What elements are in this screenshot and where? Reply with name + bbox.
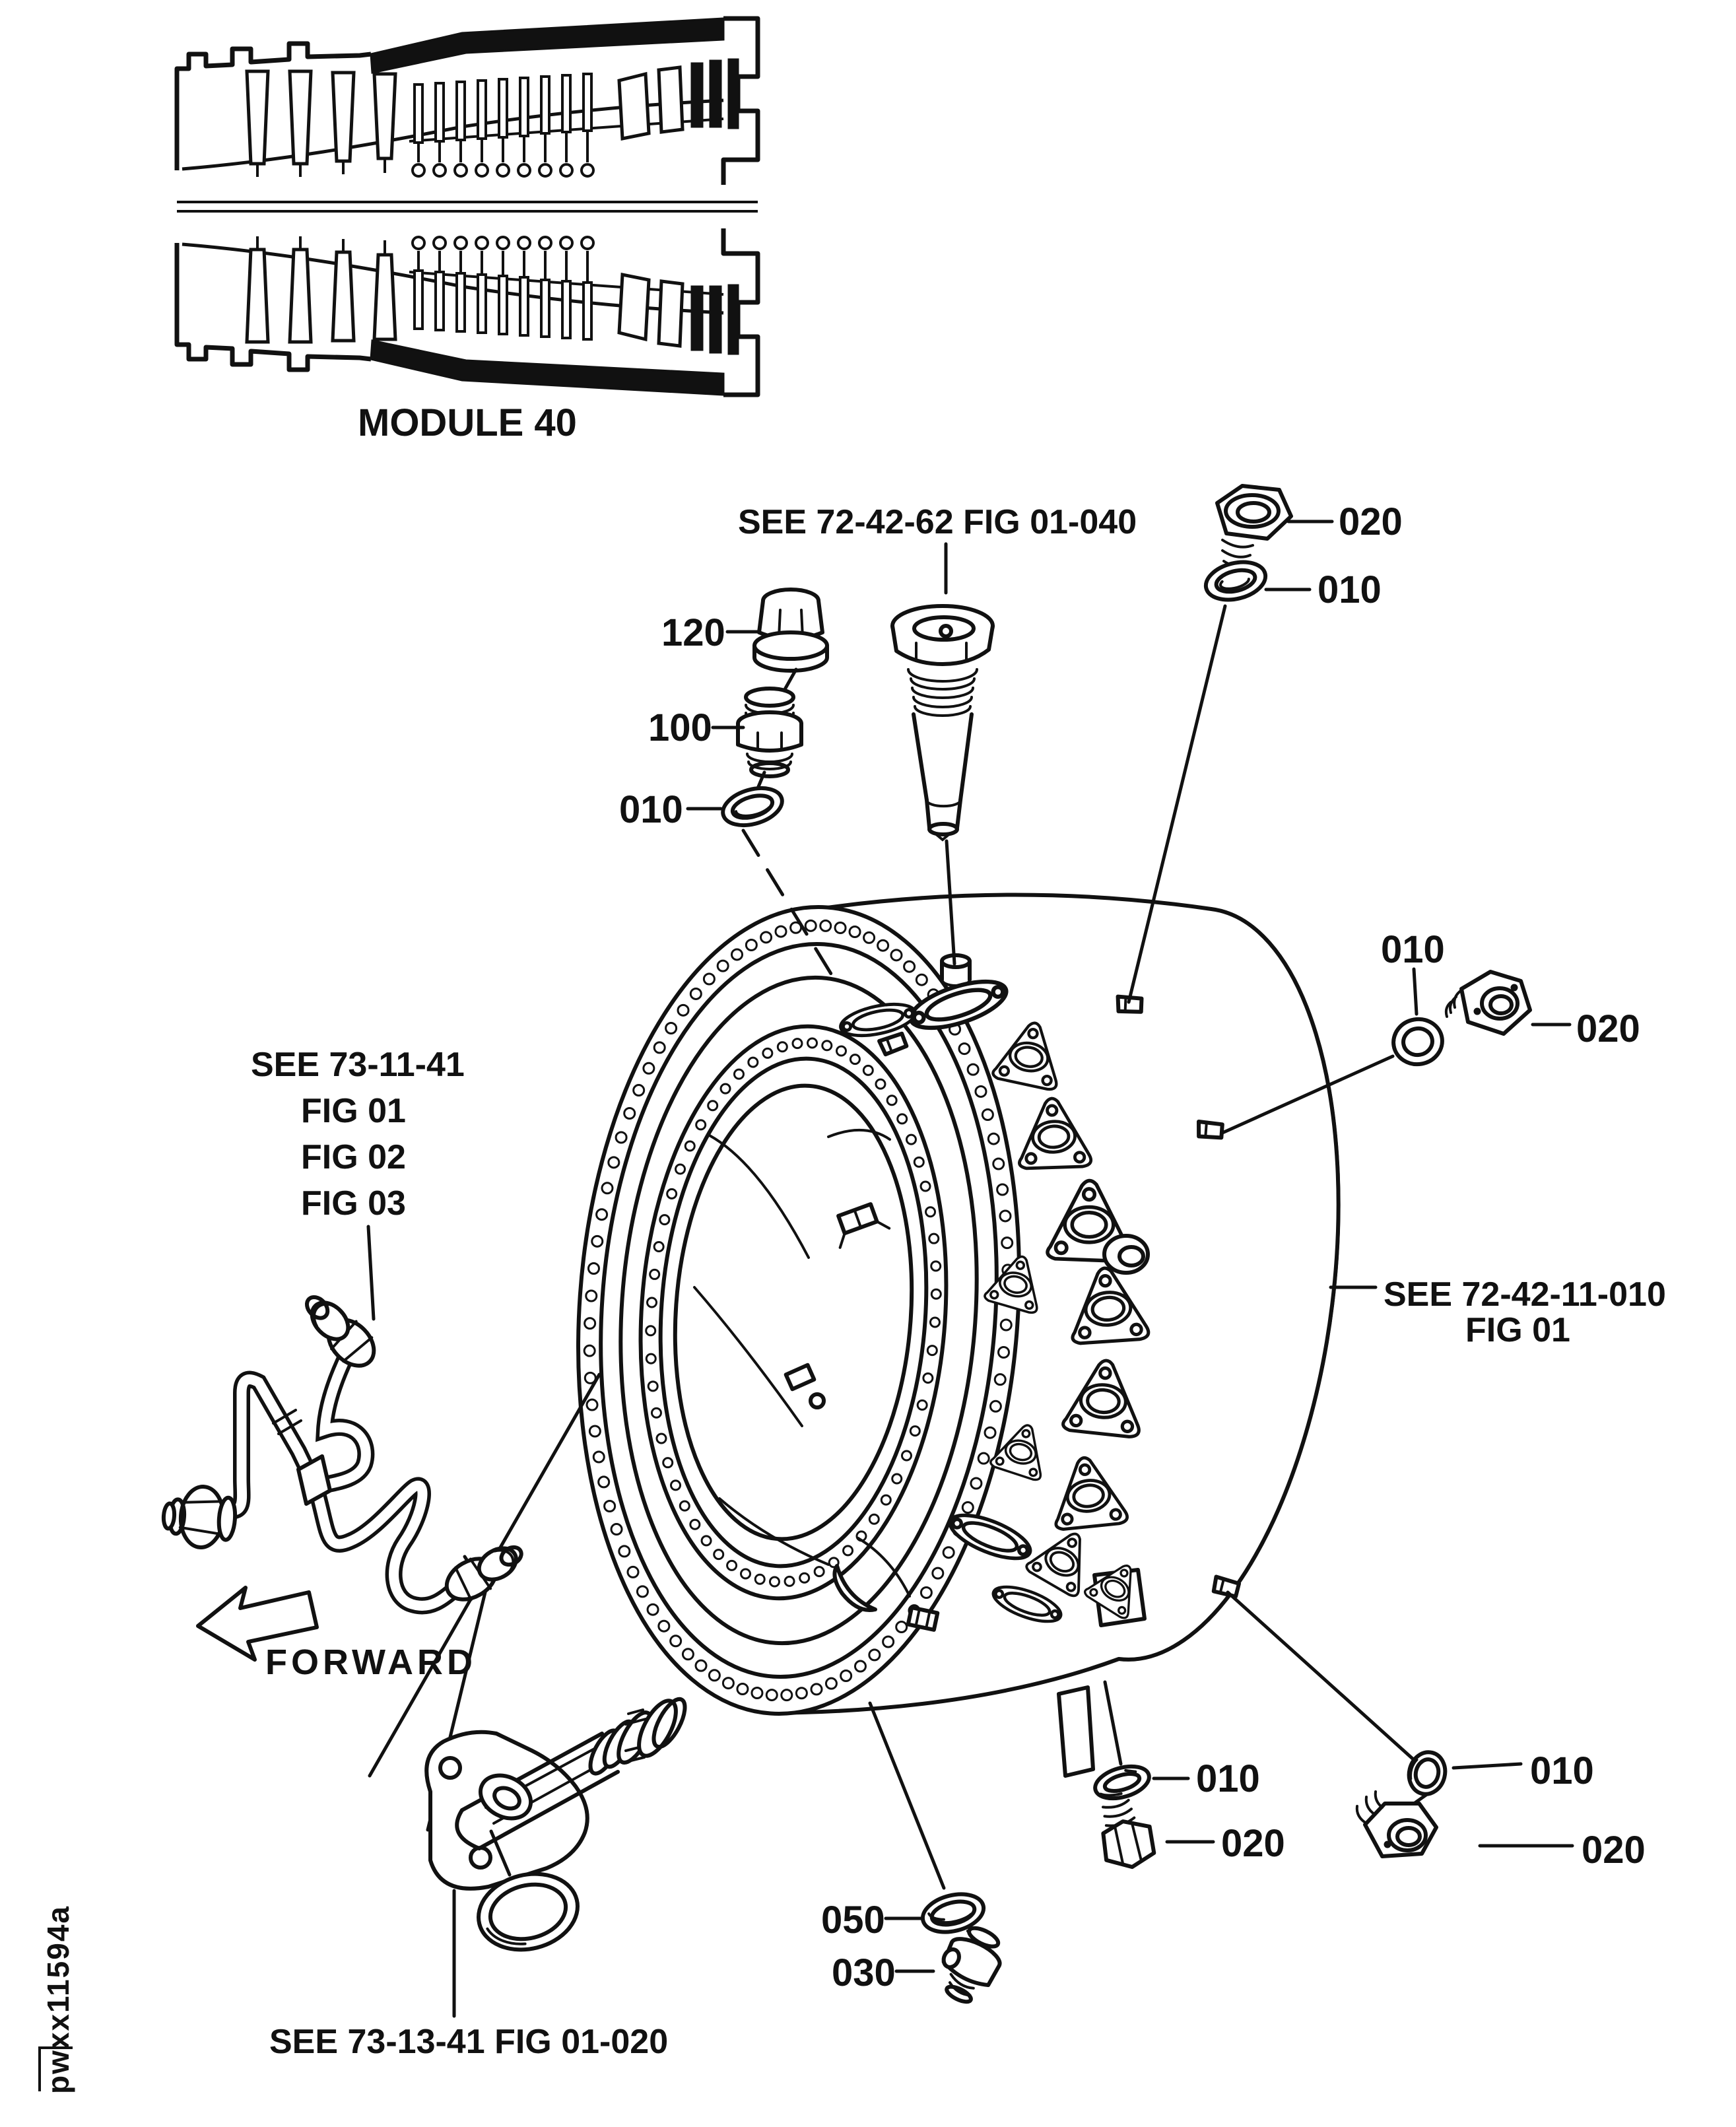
callout-120: 120	[661, 611, 725, 654]
leader	[489, 1829, 512, 1877]
union-fitting-100	[736, 687, 803, 778]
boss-plug	[940, 953, 972, 987]
boss-bushing	[1102, 1234, 1150, 1275]
case-interior-detail	[693, 1128, 940, 1632]
plate-code: pwxx11594a	[41, 1905, 75, 2094]
tube-nut-bottom-right	[444, 1545, 523, 1602]
callout-020-bottom-inner: 020	[1221, 1822, 1285, 1865]
ref-left-3: FIG 02	[301, 1138, 406, 1176]
case-bottom-bracket	[1057, 1685, 1095, 1778]
leader-washer-case	[1127, 604, 1227, 1004]
seal-ring-010-left	[721, 786, 784, 828]
elbow-oring	[477, 1872, 580, 1952]
plug-020-bottom-outer	[1355, 1790, 1438, 1858]
callout-050: 050	[821, 1899, 885, 1941]
union-030	[941, 1926, 1002, 2004]
leader	[782, 667, 798, 692]
washer-010-top-right	[1203, 560, 1268, 602]
leader-washer-case	[1220, 1054, 1395, 1135]
case-bosses	[838, 953, 1240, 1629]
ref-left-2: FIG 01	[301, 1092, 406, 1130]
inner-ring-bolt-holes	[645, 1037, 942, 1588]
tube-nut-top	[304, 1295, 376, 1368]
plug-020-top-right	[1215, 484, 1293, 591]
module-label: MODULE 40	[358, 401, 577, 444]
washer-010-mid-right	[1391, 1017, 1444, 1067]
callout-010-left: 010	[619, 788, 683, 831]
callout-030: 030	[832, 1951, 896, 1994]
leader	[1103, 1680, 1123, 1766]
fuel-tube-assembly	[161, 1295, 601, 1832]
ref-left-4: FIG 03	[301, 1184, 406, 1223]
borescope-plug	[890, 604, 995, 842]
forward-label: FORWARD	[265, 1642, 477, 1682]
tube-nut-left	[161, 1485, 238, 1549]
front-flange-bolt-holes	[583, 919, 1015, 1702]
ref-left-block: SEE 73-11-41 FIG 01 FIG 02 FIG 03	[251, 1046, 465, 1321]
seal-050	[920, 1892, 986, 1934]
callout-010-top-right: 010	[1318, 568, 1382, 611]
washer-010-bottom-inner	[1093, 1764, 1151, 1801]
leader-probe-case	[945, 839, 956, 966]
cap-fitting-120	[752, 588, 829, 673]
leader	[366, 1225, 376, 1321]
ref-right-1: SEE 72-42-11-010	[1384, 1275, 1666, 1314]
callout-020-bottom-outer: 020	[1582, 1829, 1646, 1872]
ref-bottom: SEE 73-13-41 FIG 01-020	[269, 2023, 668, 2061]
forward-arrow-icon	[196, 1586, 319, 1662]
plug-020-mid-right	[1444, 970, 1532, 1036]
leader	[756, 770, 766, 790]
leader	[868, 1701, 946, 1890]
callout-010-bottom-outer: 010	[1530, 1749, 1594, 1792]
callout-020-mid-right: 020	[1576, 1007, 1640, 1050]
ref-right-2: FIG 01	[1465, 1311, 1570, 1349]
drain-elbow-assembly	[424, 1697, 687, 1891]
callout-100: 100	[648, 706, 712, 749]
oring-010-bottom-outer	[1407, 1750, 1448, 1796]
leader-dashed	[741, 828, 835, 979]
leader	[1226, 1590, 1415, 1761]
leader	[1412, 967, 1419, 1016]
ref-top: SEE 72-42-62 FIG 01-040	[738, 503, 1137, 541]
dash	[1452, 1762, 1523, 1770]
callout-010-mid-right: 010	[1381, 928, 1445, 971]
front-flange	[576, 905, 1021, 1716]
forward-indicator: FORWARD	[196, 1586, 477, 1682]
combustion-case	[576, 893, 1341, 1778]
engine-cross-section: MODULE 40	[174, 16, 760, 444]
callout-010-bottom-inner: 010	[1196, 1757, 1260, 1800]
plate-code-block: pwxx11594a	[38, 1905, 75, 2094]
bolt-020-bottom-inner	[1101, 1798, 1156, 1870]
ref-left-1: SEE 73-11-41	[251, 1046, 465, 1084]
callout-020-top-right: 020	[1339, 500, 1403, 543]
